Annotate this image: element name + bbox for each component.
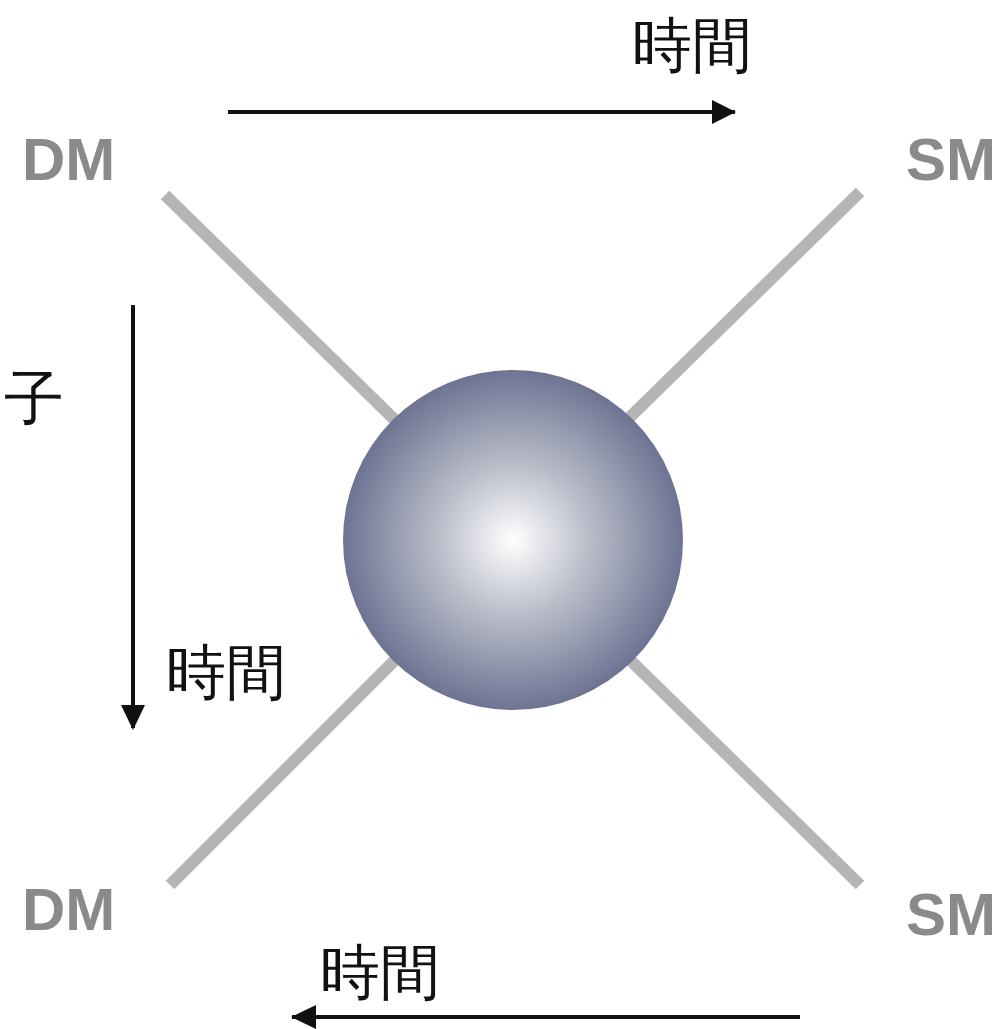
particle-lines: [165, 192, 860, 885]
particle-label: DM: [22, 880, 115, 940]
time-label: 時間: [166, 642, 286, 702]
interaction-sphere: [343, 370, 683, 710]
time-arrows: [121, 100, 800, 1029]
fragment-label: 子: [4, 368, 64, 428]
particle-label: SM: [906, 885, 996, 945]
time-label: 時間: [632, 15, 752, 75]
particle-label: DM: [22, 130, 115, 190]
time-label: 時間: [320, 942, 440, 1002]
particle-label: SM: [906, 130, 996, 190]
